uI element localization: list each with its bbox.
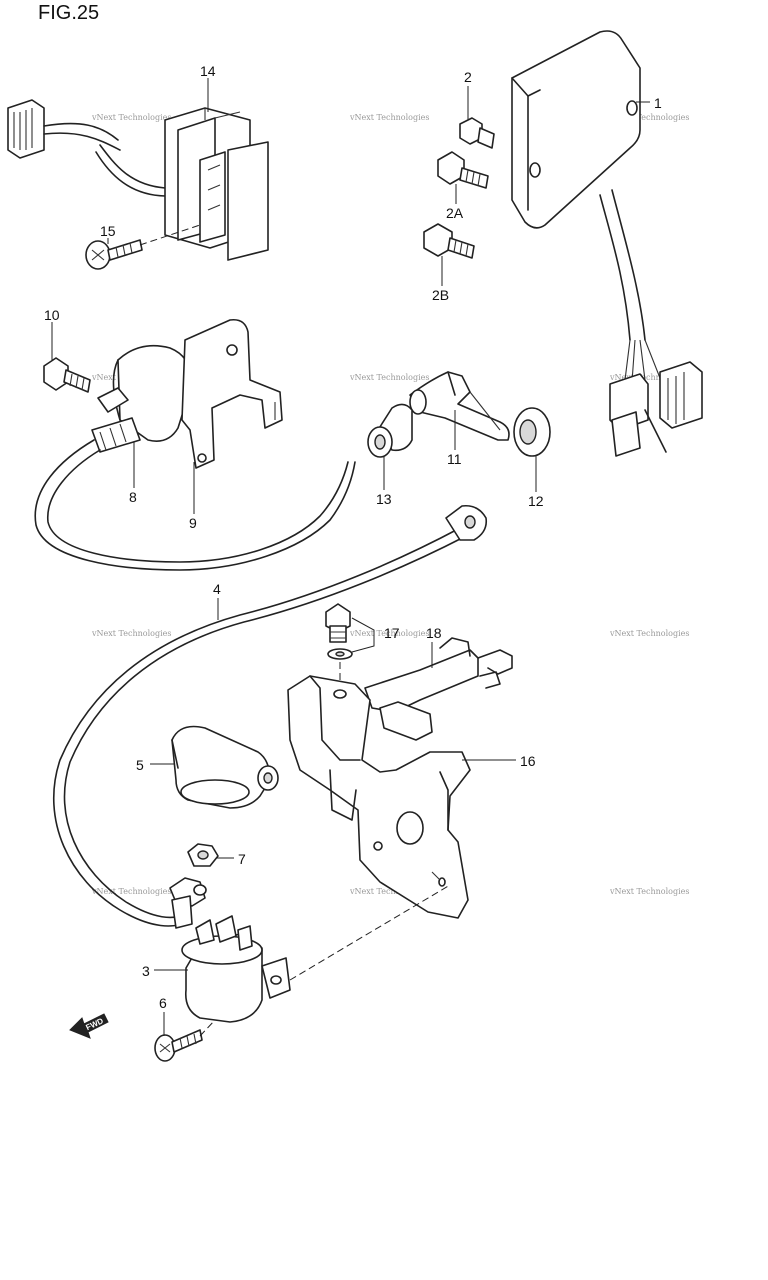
part-2b-bolt <box>423 223 475 259</box>
part-4-lead-wire <box>52 504 488 929</box>
part-label: 8 <box>129 489 137 505</box>
figure-title: FIG.25 <box>38 2 100 24</box>
part-18-clamp <box>364 637 513 741</box>
part-11-plug-cap <box>409 371 510 441</box>
fwd-label: FWD <box>84 1016 105 1032</box>
watermark: vNext Technologies <box>91 887 171 896</box>
watermark: vNext Technologies <box>609 373 689 382</box>
part-12-cap-ring <box>513 407 551 457</box>
part-13-grommet <box>367 403 413 458</box>
fwd-arrow-icon: FWD <box>69 1013 109 1039</box>
part-label: 10 <box>44 307 60 323</box>
part-14-regulator <box>7 99 269 261</box>
part-label: 6 <box>159 995 167 1011</box>
watermark: vNext Technologies <box>349 629 429 638</box>
part-6-screw <box>154 1019 216 1062</box>
leader-lines <box>51 78 650 1036</box>
part-label: 15 <box>100 223 116 239</box>
part-8-ignition-coil <box>34 344 356 571</box>
part-7-nut <box>187 843 219 867</box>
watermark: vNext Technologies <box>349 113 429 122</box>
watermark: vNext Technologies <box>609 629 689 638</box>
part-5-boot <box>171 725 279 809</box>
watermark: vNext Technologies <box>609 887 689 896</box>
part-1-cdi-unit <box>511 30 703 457</box>
part-label: 9 <box>189 515 197 531</box>
part-2-bolt <box>459 117 495 149</box>
watermark: vNext Technologies <box>349 373 429 382</box>
watermarks: vNext Technologies vNext Technologies vN… <box>91 113 689 896</box>
part-15-screw <box>85 224 201 270</box>
watermark: vNext Technologies <box>91 113 171 122</box>
part-16-bracket <box>287 675 471 919</box>
part-label: 1 <box>654 95 662 111</box>
watermark: vNext Technologies <box>349 887 429 896</box>
part-label: 12 <box>528 493 544 509</box>
part-label: 5 <box>136 757 144 773</box>
watermark: vNext Technologies <box>91 629 171 638</box>
part-label: 17 <box>384 625 400 641</box>
part-17-bolt-washer <box>325 603 353 690</box>
watermark: vNext Technologies <box>609 113 689 122</box>
part-label: 11 <box>447 451 462 467</box>
part-label: 16 <box>520 753 536 769</box>
part-label: 2 <box>464 69 472 85</box>
part-label: 3 <box>142 963 150 979</box>
part-label: 18 <box>426 625 442 641</box>
part-3-starter-relay <box>181 884 451 1023</box>
part-labels: 1 2 2A 2B 3 4 5 6 7 8 9 10 11 12 13 14 1… <box>44 63 662 1011</box>
part-9-bracket <box>181 318 283 469</box>
part-label: 2B <box>432 287 449 303</box>
part-label: 13 <box>376 491 392 507</box>
part-2a-bolt <box>437 151 489 189</box>
part-10-bolt <box>43 357 91 393</box>
part-label: 14 <box>200 63 216 79</box>
part-label: 7 <box>238 851 246 867</box>
part-label: 4 <box>213 581 221 597</box>
part-label: 2A <box>446 205 464 221</box>
